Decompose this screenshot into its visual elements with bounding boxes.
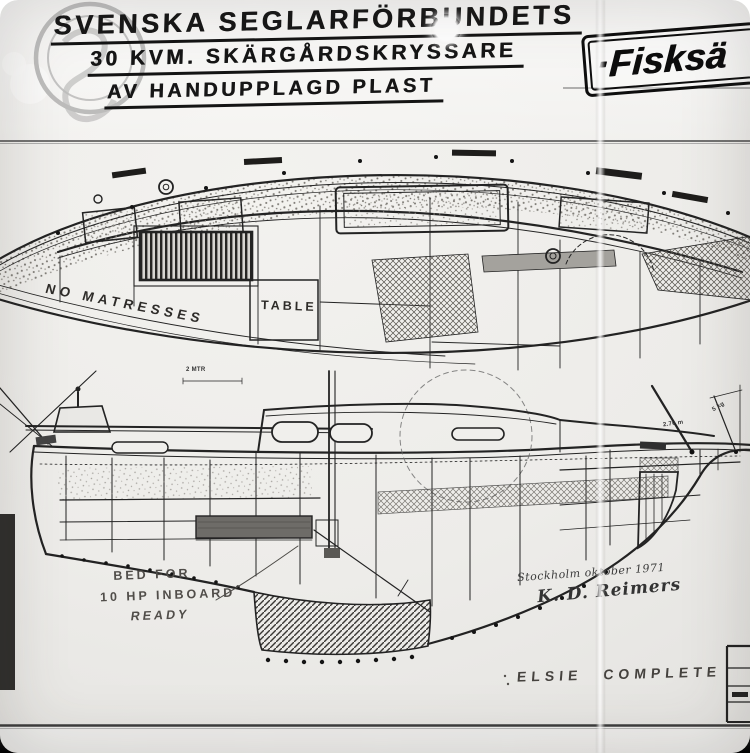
hole-punch-mark xyxy=(431,14,461,44)
builder-plate-border: ·Fisksä xyxy=(587,25,750,91)
title-table-partial xyxy=(725,644,750,723)
note-engine-bed-line-1: BED FOR xyxy=(113,566,191,583)
paper-tone-bottom xyxy=(0,726,750,753)
builder-plate-text: ·Fisksä xyxy=(595,34,729,86)
label-table: TABLE xyxy=(260,298,317,314)
paper-tone-top xyxy=(0,0,750,140)
plan-view-drawing xyxy=(0,149,750,371)
profile-view-drawing xyxy=(0,369,750,690)
dim-label-foredeck: 2 MTR xyxy=(186,367,206,373)
title-block: SVENSKA SEGLARFÖRBUNDETS 30 KVM. SKÄRGÅR… xyxy=(50,0,584,110)
note-engine-bed: BED FOR 10 HP INBOARD READY xyxy=(99,566,236,624)
fold-crease-vertical xyxy=(596,0,605,753)
emboss-stamp xyxy=(2,1,147,122)
note-engine-bed-line-2: 10 HP INBOARD xyxy=(99,585,236,604)
sheet-frame-lines xyxy=(0,87,750,729)
